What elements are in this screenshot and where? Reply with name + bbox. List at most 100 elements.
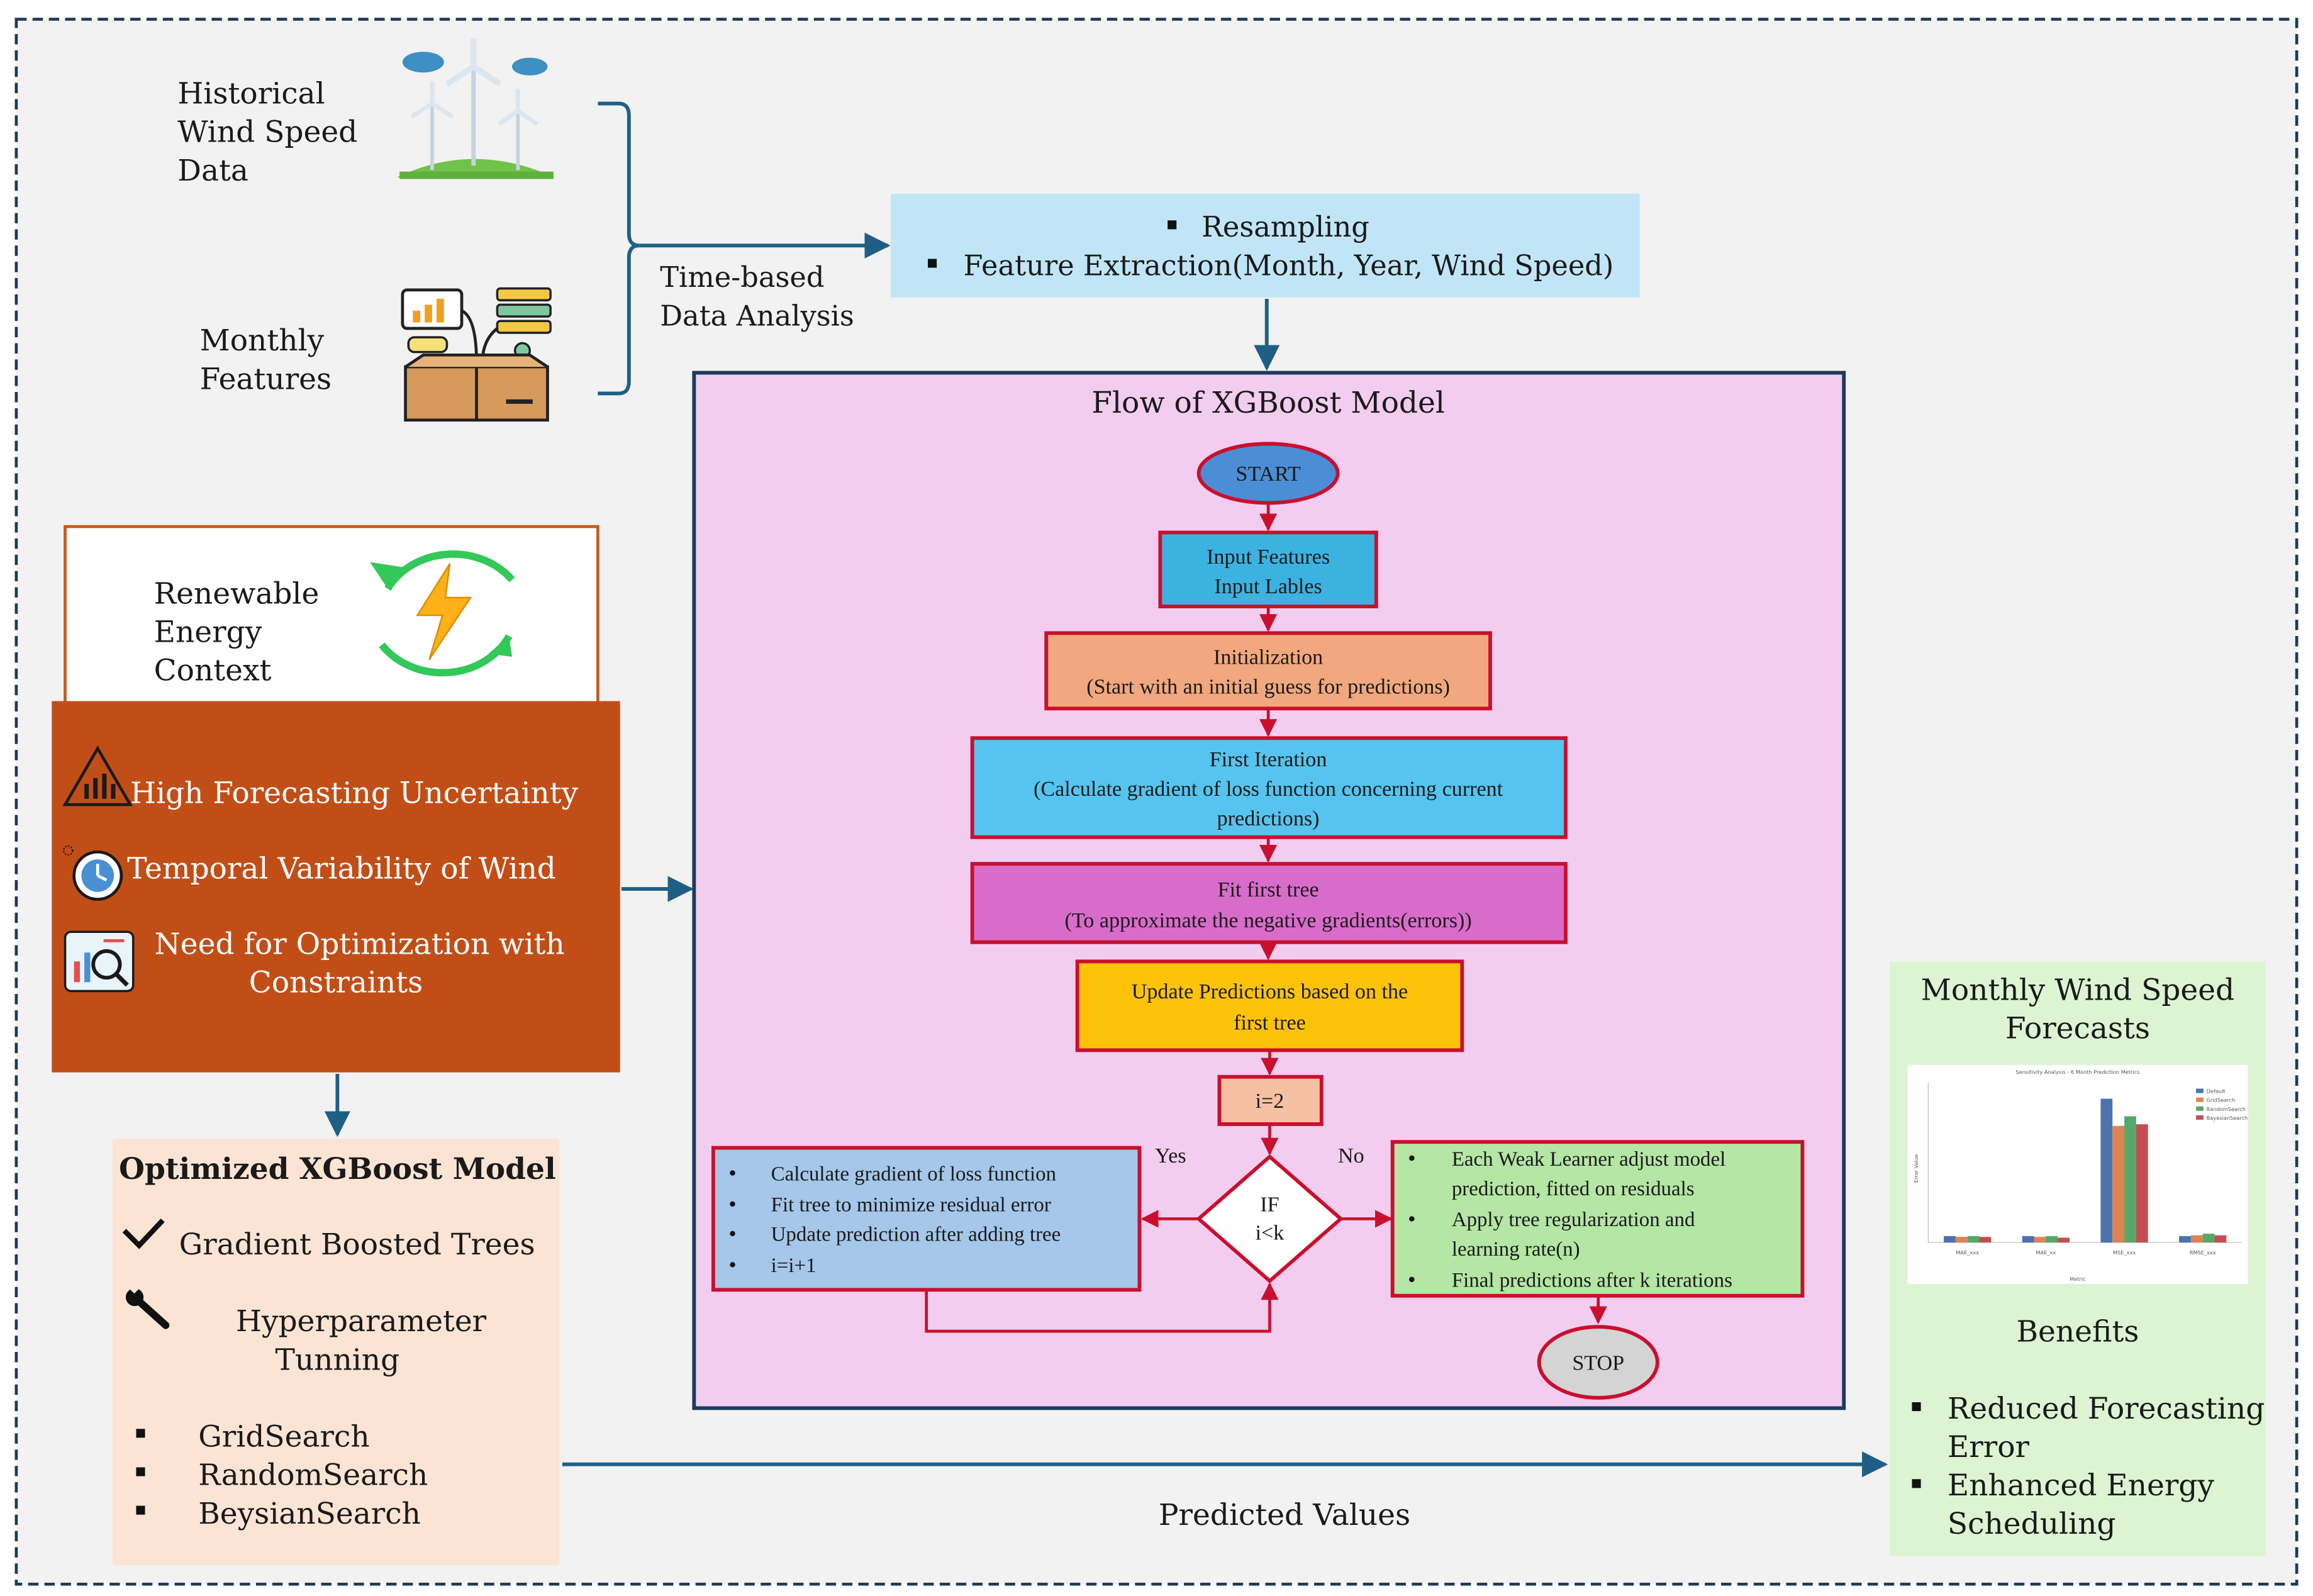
svg-text:prediction, fitted on residual: prediction, fitted on residuals bbox=[1452, 1178, 1695, 1200]
chart-xlabel: Metric bbox=[2070, 1276, 2086, 1282]
svg-text:Energy: Energy bbox=[154, 615, 262, 649]
svg-text:Renewable: Renewable bbox=[154, 576, 320, 611]
svg-text:predictions): predictions) bbox=[1217, 807, 1320, 830]
output-panel: Monthly Wind Speed Forecasts Sensitivity… bbox=[1890, 961, 2266, 1556]
no-label: No bbox=[1338, 1144, 1364, 1168]
hyperparameter-label: Hyperparameter bbox=[236, 1304, 487, 1339]
bar-RMSE_xxx-RandomSearch bbox=[2202, 1234, 2215, 1243]
forecast-chart: Sensitivity Analysis - 6 Month Predictio… bbox=[1907, 1064, 2248, 1284]
renewable-context-box: Renewable Energy Context bbox=[64, 525, 599, 706]
chart-title: Sensitivity Analysis - 6 Month Predictio… bbox=[2015, 1069, 2139, 1075]
chart-legend: DefaultGridSearchRandomSearchBayesianSea… bbox=[2196, 1088, 2248, 1121]
svg-text:Apply tree regularization and: Apply tree regularization and bbox=[1452, 1208, 1695, 1231]
warning-chart-icon bbox=[62, 745, 133, 806]
svg-text:first tree: first tree bbox=[1234, 1011, 1306, 1034]
stop-node: STOP bbox=[1537, 1325, 1659, 1400]
benefit-item-cont: Scheduling bbox=[1948, 1507, 2116, 1541]
data-box-icon bbox=[401, 287, 552, 422]
legend-swatch bbox=[2196, 1106, 2204, 1111]
input-features-node: Input Features Input Lables bbox=[1158, 530, 1378, 608]
svg-text:Data: Data bbox=[177, 153, 248, 188]
renewable-energy-icon bbox=[370, 550, 515, 677]
bar-MAE_xxx-GridSearch bbox=[1955, 1237, 1968, 1243]
svg-text:Fit first tree: Fit first tree bbox=[1218, 878, 1319, 901]
preprocessing-box: Resampling Feature Extraction(Month, Yea… bbox=[891, 194, 1640, 298]
counter-node: i=2 bbox=[1217, 1074, 1324, 1126]
initialization-node: Initialization (Start with an initial gu… bbox=[1044, 631, 1492, 711]
start-node: START bbox=[1196, 442, 1340, 505]
stopwatch-icon bbox=[62, 845, 123, 901]
decision-node: IF i<k bbox=[1196, 1154, 1344, 1284]
optimization-analytics-icon bbox=[64, 930, 135, 993]
predicted-values-label: Predicted Values bbox=[1159, 1498, 1410, 1532]
svg-text:Update Predictions based on th: Update Predictions based on the bbox=[1132, 980, 1408, 1003]
svg-text:Fit tree to minimize residual: Fit tree to minimize residual error bbox=[771, 1194, 1051, 1217]
bar-RMSE_xxx-Default bbox=[2179, 1236, 2191, 1243]
x-tick-label: MAE_xxx bbox=[1956, 1249, 1979, 1256]
svg-text:Time-based: Time-based bbox=[660, 261, 824, 294]
optimized-model-title: Optimized XGBoost Model bbox=[119, 1152, 556, 1186]
bar-MAE_xx-GridSearch bbox=[2034, 1237, 2046, 1243]
svg-text:START: START bbox=[1236, 462, 1301, 486]
final-predictions-node: Each Weak Learner adjust model predictio… bbox=[1390, 1140, 1805, 1298]
svg-text:Context: Context bbox=[154, 654, 272, 688]
bar-MSE_xxx-RandomSearch bbox=[2124, 1116, 2136, 1243]
monthly-features-label: Monthly Features bbox=[200, 323, 332, 396]
historical-data-label: Historical Wind Speed Data bbox=[177, 77, 357, 188]
svg-text:learning rate(n): learning rate(n) bbox=[1452, 1238, 1580, 1261]
time-based-analysis-label: Time-based Data Analysis bbox=[660, 261, 854, 332]
svg-text:Monthly: Monthly bbox=[200, 323, 325, 358]
legend-swatch bbox=[2196, 1097, 2204, 1102]
svg-text:Data Analysis: Data Analysis bbox=[660, 299, 854, 332]
legend-label: Default bbox=[2207, 1088, 2226, 1095]
bar-MAE_xx-RandomSearch bbox=[2046, 1236, 2058, 1243]
wind-turbine-icon bbox=[396, 38, 555, 179]
benefit-item: Reduced Forecasting bbox=[1948, 1392, 2265, 1426]
resampling-item: Resampling bbox=[1201, 211, 1369, 243]
legend-label: GridSearch bbox=[2207, 1097, 2235, 1103]
variability-challenge: Temporal Variability of Wind bbox=[127, 852, 556, 886]
svg-text:Calculate gradient of loss fun: Calculate gradient of loss function bbox=[771, 1163, 1056, 1185]
bar-RMSE_xxx-GridSearch bbox=[2190, 1235, 2203, 1243]
x-tick-label: MSE_xxx bbox=[2113, 1249, 2136, 1256]
optimization-challenge-line2: Constraints bbox=[249, 966, 423, 1000]
loop-node: Calculate gradient of loss function Fit … bbox=[711, 1146, 1142, 1292]
randomsearch-item: RandomSearch bbox=[198, 1458, 428, 1493]
bar-MAE_xxx-RandomSearch bbox=[1967, 1236, 1980, 1243]
svg-text:Each Weak Learner adjust model: Each Weak Learner adjust model bbox=[1452, 1148, 1725, 1171]
gridsearch-item: GridSearch bbox=[198, 1420, 369, 1454]
optimization-challenge: Need for Optimization with bbox=[155, 927, 565, 962]
svg-text:(To approximate the negative g: (To approximate the negative gradients(e… bbox=[1065, 909, 1472, 932]
benefit-item-cont: Error bbox=[1948, 1430, 2030, 1465]
loop-back-arrow bbox=[925, 1282, 1279, 1333]
svg-text:(Start with an initial guess f: (Start with an initial guess for predict… bbox=[1086, 676, 1450, 699]
svg-text:Final predictions after k iter: Final predictions after k iterations bbox=[1452, 1270, 1732, 1292]
svg-text:IF: IF bbox=[1260, 1193, 1279, 1217]
svg-text:Input Lables: Input Lables bbox=[1214, 575, 1322, 598]
tunning-label: Tunning bbox=[276, 1342, 400, 1377]
benefits-title: Benefits bbox=[2016, 1315, 2139, 1349]
bar-MAE_xx-Default bbox=[2022, 1236, 2034, 1243]
svg-text:Wind Speed: Wind Speed bbox=[177, 115, 357, 150]
svg-text:Input Features: Input Features bbox=[1207, 545, 1330, 569]
checkmark-icon bbox=[122, 1218, 165, 1249]
x-tick-label: RMSE_xxx bbox=[2190, 1249, 2216, 1256]
first-iteration-node: First Iteration (Calculate gradient of l… bbox=[970, 736, 1568, 839]
x-tick-label: MAE_xx bbox=[2036, 1249, 2056, 1256]
wrench-icon bbox=[125, 1283, 170, 1329]
bar-MAE_xxx-Default bbox=[1944, 1236, 1956, 1243]
challenges-box: High Forecasting Uncertainty Temporal Va… bbox=[52, 701, 620, 1073]
svg-text:First Iteration: First Iteration bbox=[1210, 748, 1327, 771]
update-predictions-node: Update Predictions based on the first tr… bbox=[1075, 959, 1464, 1052]
bar-MSE_xxx-GridSearch bbox=[2112, 1125, 2125, 1243]
svg-text:(Calculate gradient of loss fu: (Calculate gradient of loss function con… bbox=[1034, 778, 1503, 801]
forecast-title-line2: Forecasts bbox=[2005, 1012, 2150, 1046]
legend-swatch bbox=[2196, 1115, 2204, 1120]
svg-text:i<k: i<k bbox=[1256, 1221, 1285, 1244]
forecast-title: Monthly Wind Speed bbox=[1921, 973, 2234, 1007]
bar-MAE_xxx-BayesianSearch bbox=[1979, 1237, 1992, 1243]
feature-extraction-item: Feature Extraction(Month, Year, Wind Spe… bbox=[963, 249, 1614, 282]
gradient-boosted-trees-label: Gradient Boosted Trees bbox=[179, 1227, 535, 1262]
uncertainty-challenge: High Forecasting Uncertainty bbox=[130, 776, 579, 811]
